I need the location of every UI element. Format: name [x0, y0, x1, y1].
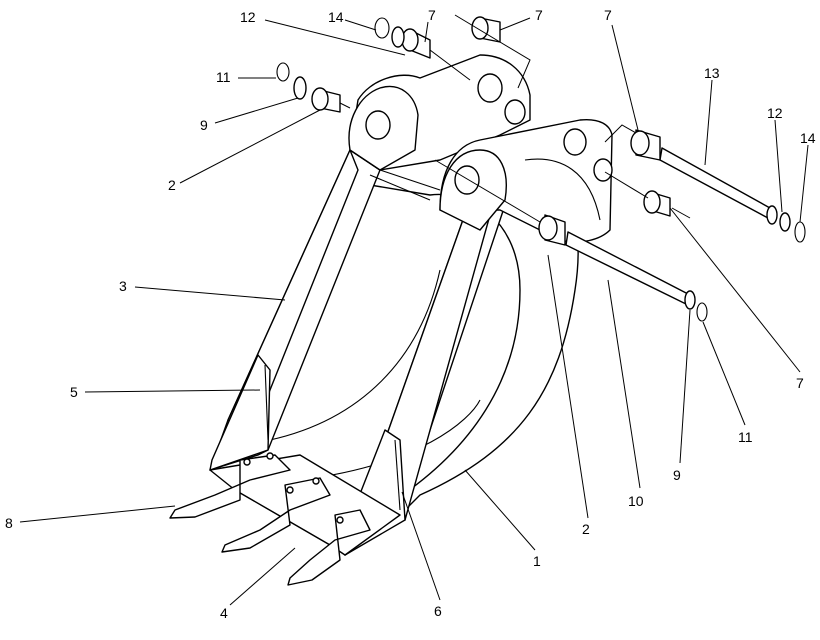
callout-12-right: 12: [767, 105, 783, 121]
callout-9-right: 9: [673, 467, 681, 483]
callout-labels: 12 14 7 7 7 11 13 12 9 14 2 3 7 5 11 9 1…: [5, 7, 816, 621]
right-ear-bracket: [439, 118, 613, 243]
callout-1: 1: [533, 553, 541, 569]
callout-7-top-a: 7: [428, 7, 436, 23]
pin-bushing-left-upper: [374, 17, 471, 81]
left-side-plate: [209, 149, 381, 471]
pin-upper-right: [604, 124, 806, 243]
pin-lower-right: [434, 159, 708, 322]
callout-4: 4: [220, 605, 228, 621]
callout-2-left: 2: [168, 177, 176, 193]
bushing-right-middle: [604, 171, 691, 219]
callout-5: 5: [70, 384, 78, 400]
pin-bushing-top-center: [454, 14, 531, 89]
pin-bushing-left-middle: [276, 62, 351, 113]
callout-6: 6: [434, 603, 442, 619]
callout-14-top: 14: [328, 9, 344, 25]
tooth-right: [287, 509, 371, 586]
callout-2-right: 2: [582, 521, 590, 537]
callout-13: 13: [704, 65, 720, 81]
callout-7-top-b: 7: [535, 7, 543, 23]
tooth-middle: [221, 477, 331, 553]
callout-3: 3: [119, 278, 127, 294]
callout-12-top: 12: [240, 9, 256, 25]
leader-lines: [19, 17, 809, 606]
callout-7-right: 7: [796, 375, 804, 391]
tooth-left: [169, 452, 291, 519]
callout-7-top-c: 7: [604, 7, 612, 23]
callout-10: 10: [628, 493, 644, 509]
callout-8: 8: [5, 515, 13, 531]
callout-14-right: 14: [800, 130, 816, 146]
callout-9-left: 9: [200, 117, 208, 133]
callout-11-left: 11: [216, 69, 231, 85]
callout-11-right: 11: [738, 429, 753, 445]
